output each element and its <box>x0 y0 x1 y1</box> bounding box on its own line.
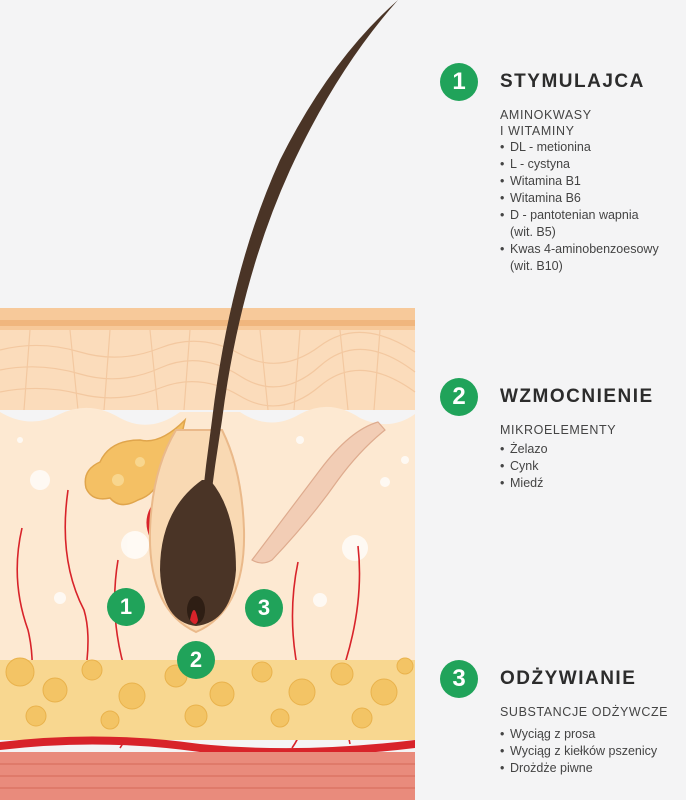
list-item: Wyciąg z kiełków pszenicy <box>500 743 657 760</box>
list-item: L - cystyna <box>500 156 659 173</box>
upper-dermis <box>0 330 415 410</box>
list-item: Miedź <box>500 475 548 492</box>
list-item: D - pantotenian wapnia (wit. B5) <box>500 207 659 241</box>
section-title: ODŻYWIANIE <box>500 668 637 689</box>
ingredient-list: Żelazo Cynk Miedź <box>500 441 548 492</box>
ingredient-list: Wyciąg z prosa Wyciąg z kiełków pszenicy… <box>500 726 657 777</box>
list-item: Wyciąg z prosa <box>500 726 657 743</box>
section-nourishment: 3 ODŻYWIANIE SUBSTANCJE ODŻYWCZE Wyciąg … <box>440 660 686 790</box>
section-number-badge: 3 <box>440 660 478 698</box>
epidermis-layer <box>0 308 415 330</box>
list-item: Drożdże piwne <box>500 760 657 777</box>
figure-label-3: 3 <box>245 589 283 627</box>
section-title: STYMULAJCA <box>500 71 645 92</box>
list-item: Kwas 4-aminobenzoesowy (wit. B10) <box>500 241 659 275</box>
section-title: WZMOCNIENIE <box>500 386 654 407</box>
section-stimulation: 1 STYMULAJCA AMINOKWASY I WITAMINY DL - … <box>440 63 686 283</box>
list-item: Żelazo <box>500 441 548 458</box>
section-number-badge: 1 <box>440 63 478 101</box>
section-subtitle: AMINOKWASY I WITAMINY <box>500 108 592 138</box>
list-item: Witamina B1 <box>500 173 659 190</box>
hair-bulb <box>160 480 236 626</box>
section-strengthening: 2 WZMOCNIENIE MIKROELEMENTY Żelazo Cynk … <box>440 378 686 498</box>
ingredient-list: DL - metionina L - cystyna Witamina B1 W… <box>500 139 659 275</box>
figure-label-2: 2 <box>177 641 215 679</box>
list-item: Cynk <box>500 458 548 475</box>
arrector-pili-muscle <box>251 421 386 564</box>
list-item: DL - metionina <box>500 139 659 156</box>
section-subtitle: MIKROELEMENTY <box>500 423 617 437</box>
section-subtitle: SUBSTANCJE ODŻYWCZE <box>500 705 669 719</box>
figure-label-1: 1 <box>107 588 145 626</box>
section-number-badge: 2 <box>440 378 478 416</box>
list-item: Witamina B6 <box>500 190 659 207</box>
dermal-papilla <box>190 610 198 624</box>
